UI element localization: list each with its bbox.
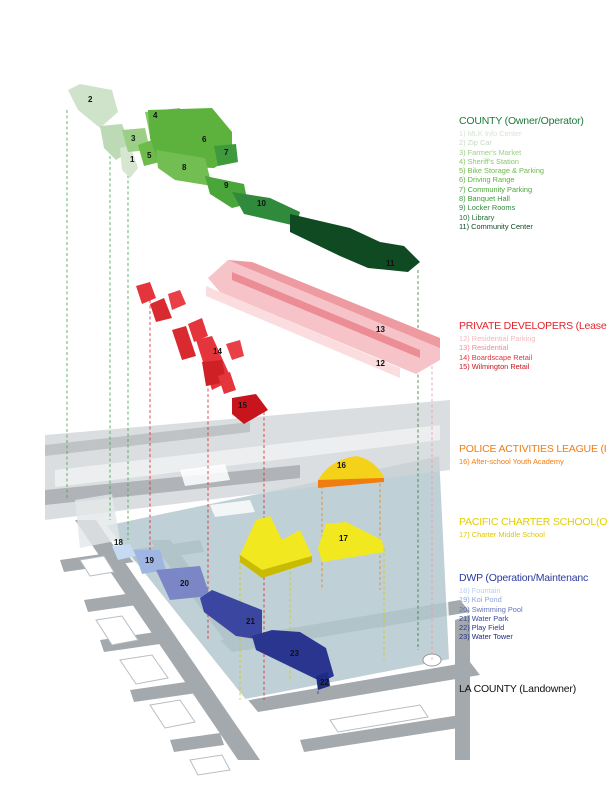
- legend-item-13: 13) Residential: [459, 343, 509, 353]
- legend-item-2: 2) Zip Car: [459, 138, 492, 148]
- legend-police-title: POLICE ACTIVITIES LEAGUE (I: [459, 443, 607, 455]
- number-label-23: 23: [290, 649, 299, 658]
- shape-2: [68, 84, 118, 128]
- number-label-18: 18: [114, 538, 123, 547]
- shape-12: [206, 286, 400, 378]
- legend-item-11: 11) Community Center: [459, 221, 533, 231]
- legend-item-21: 21) Water Park: [459, 613, 509, 623]
- number-label-9: 9: [224, 181, 229, 190]
- shape-17-left: [240, 516, 312, 570]
- number-label-21: 21: [246, 617, 255, 626]
- number-label-20: 20: [180, 579, 189, 588]
- number-label-11: 11: [386, 259, 395, 268]
- legend-item-22: 22) Play Field: [459, 623, 505, 633]
- dwp-layer: [112, 544, 334, 690]
- number-label-17: 17: [339, 534, 348, 543]
- legend-county-title: COUNTY (Owner/Operator): [459, 115, 584, 127]
- legend-item-6: 6) Driving Range: [459, 175, 515, 185]
- legend-dwp: DWP (Operation/Maintenanc 18) Fountain 1…: [459, 572, 612, 642]
- shape-22: [316, 672, 330, 690]
- number-label-3: 3: [131, 134, 136, 143]
- legend-item-3: 3) Farmer's Market: [459, 147, 522, 157]
- legend-item-14: 14) Boardscape Retail: [459, 352, 533, 362]
- police-layer: [318, 456, 384, 488]
- legend-item-23: 23) Water Tower: [459, 632, 513, 642]
- shape-8: [156, 150, 212, 186]
- number-label-13: 13: [376, 325, 385, 334]
- number-label-2: 2: [88, 95, 93, 104]
- number-label-1: 1: [130, 155, 135, 164]
- legend-landowner: LA COUNTY (Landowner): [459, 683, 612, 697]
- shape-18: [112, 544, 136, 560]
- shape-17: [318, 522, 384, 562]
- number-label-12: 12: [376, 359, 385, 368]
- legend-item-15: 15) Wilmington Retail: [459, 361, 530, 371]
- number-label-16: 16: [337, 461, 346, 470]
- number-label-15: 15: [238, 401, 247, 410]
- shape-15: [232, 394, 268, 424]
- shape-11: [290, 214, 420, 272]
- legend-item-1: 1) MLK Info Center: [459, 129, 522, 138]
- legend-item-12: 12) Residential Parking: [459, 334, 536, 343]
- number-label-6: 6: [202, 135, 207, 144]
- legend-item-4: 4) Sheriff's Station: [459, 156, 520, 166]
- private-layer: [136, 260, 440, 424]
- legend-item-7: 7) Community Parking: [459, 184, 533, 194]
- number-label-22: 22: [320, 678, 329, 687]
- shape-21: [200, 590, 262, 640]
- shape-20: [156, 566, 210, 600]
- number-label-10: 10: [257, 199, 266, 208]
- legend-police: POLICE ACTIVITIES LEAGUE (I 16) After-sc…: [459, 443, 612, 466]
- legend-item-9: 9) Locker Rooms: [459, 203, 516, 213]
- legend-item-8: 8) Banquet Hall: [459, 194, 510, 204]
- legend-item-10: 10) Library: [459, 212, 495, 222]
- number-label-7: 7: [224, 148, 229, 157]
- legend-dwp-title: DWP (Operation/Maintenanc: [459, 572, 589, 584]
- number-labels: 1 2 3 4 5 6 7 8 9 10 11 12 13 14 15 16 1…: [88, 95, 395, 687]
- legend-item-18: 18) Fountain: [459, 586, 501, 595]
- legend-item-20: 20) Swimming Pool: [459, 604, 523, 614]
- shape-5: [138, 140, 160, 166]
- legend-charter-title: PACIFIC CHARTER SCHOOL(O: [459, 516, 608, 528]
- site-base-plan: [45, 400, 480, 776]
- legend-landowner-title: LA COUNTY (Landowner): [459, 683, 576, 695]
- number-label-19: 19: [145, 556, 154, 565]
- shape-19: [134, 550, 166, 574]
- legend-private-title: PRIVATE DEVELOPERS (Lease: [459, 320, 607, 332]
- number-label-8: 8: [182, 163, 187, 172]
- number-label-14: 14: [213, 347, 222, 356]
- shape-10: [232, 192, 300, 226]
- shape-7: [214, 144, 238, 166]
- shape-23: [252, 630, 334, 682]
- legend-item-19: 19) Koi Pond: [459, 595, 502, 605]
- legend-item-16: 16) After-school Youth Academy: [459, 457, 564, 466]
- legend-private: PRIVATE DEVELOPERS (Lease 12) Residentia…: [459, 320, 612, 371]
- charter-layer: [240, 516, 384, 578]
- number-label-5: 5: [147, 151, 152, 160]
- legend-county: COUNTY (Owner/Operator) 1) MLK Info Cent…: [459, 115, 612, 231]
- legend-item-17: 17) Charter Middle School: [459, 530, 545, 539]
- number-label-4: 4: [153, 111, 158, 120]
- county-layer: [68, 84, 420, 272]
- legend-charter: PACIFIC CHARTER SCHOOL(O 17) Charter Mid…: [459, 516, 612, 539]
- legend-item-5: 5) Bike Storage & Parking: [459, 166, 545, 176]
- shape-1: [120, 145, 138, 178]
